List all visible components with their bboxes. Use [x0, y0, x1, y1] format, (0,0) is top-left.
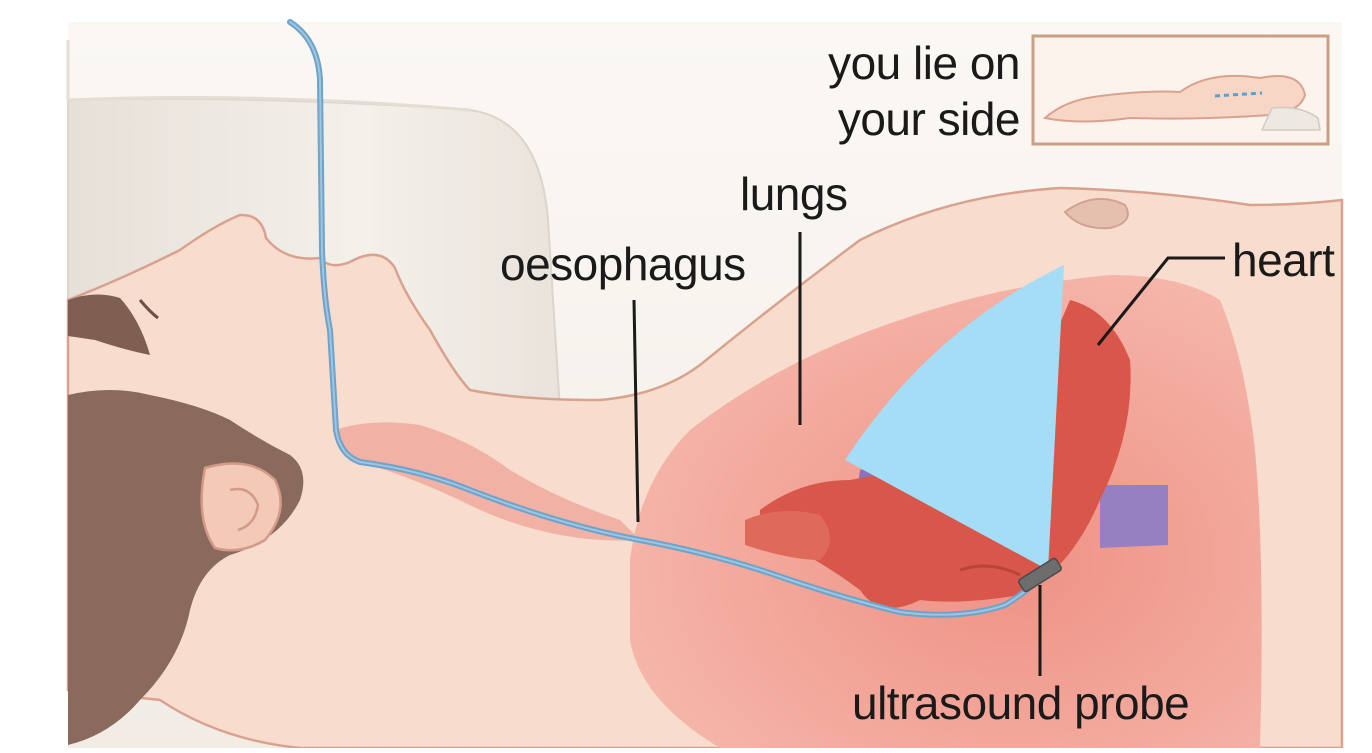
inset-label-line2: your side: [838, 96, 1020, 142]
inset-label-line1: you lie on: [828, 40, 1020, 86]
ear: [202, 464, 281, 551]
aorta-descending: [1100, 485, 1168, 548]
heart-label: heart: [1232, 237, 1334, 283]
ultrasound-probe-label: ultrasound probe: [852, 680, 1189, 726]
lungs-label: lungs: [740, 171, 847, 217]
oesophagus-label: oesophagus: [500, 241, 746, 287]
